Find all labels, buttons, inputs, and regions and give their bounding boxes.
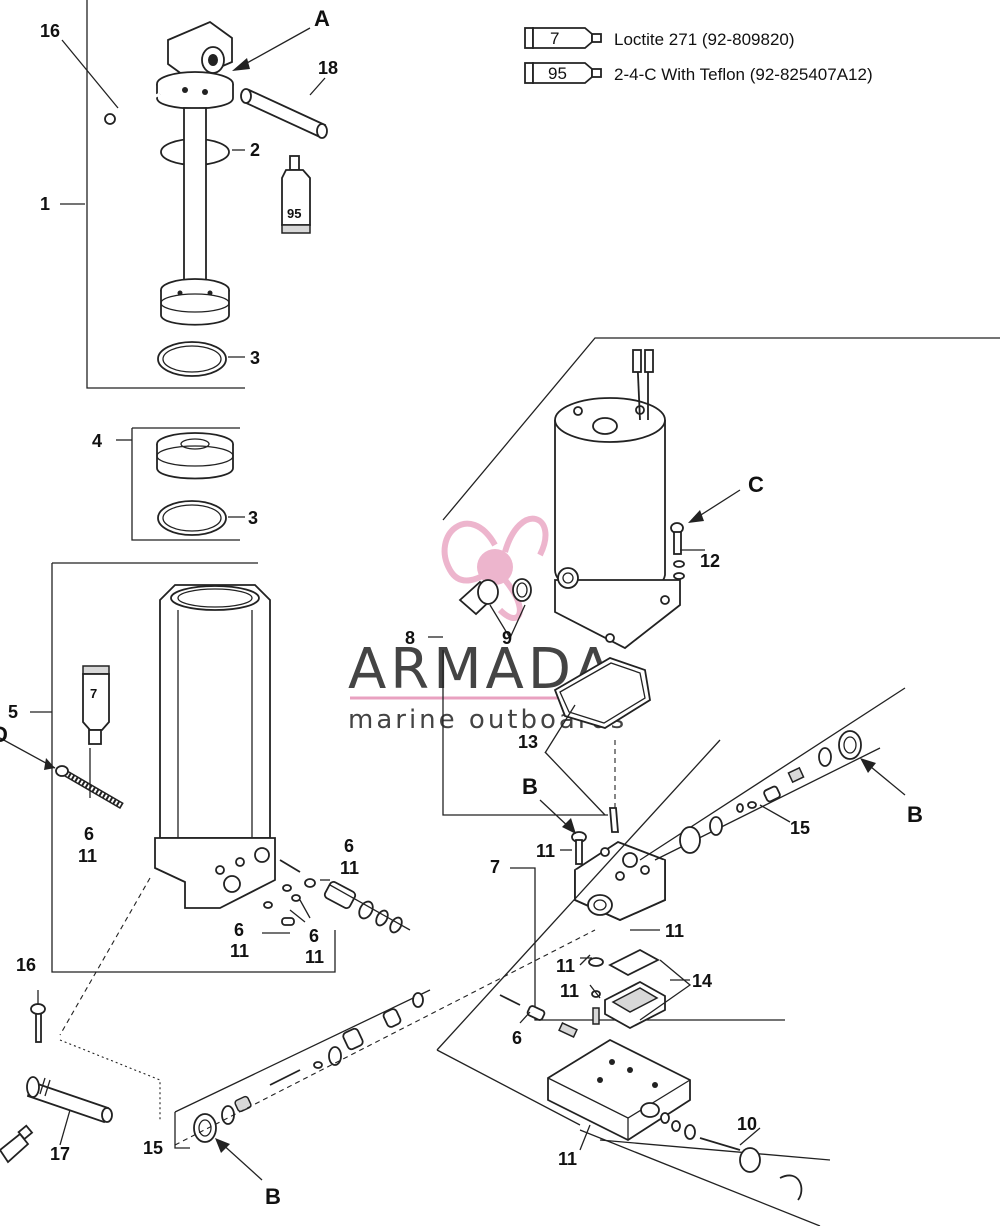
callout-number: 17 — [50, 1144, 70, 1164]
callout-number: 11 — [665, 921, 684, 941]
callout-number: 6 — [512, 1028, 522, 1048]
callout-letter: C — [748, 472, 764, 497]
callout-number: 9 — [502, 628, 512, 648]
callout-number: 6 — [309, 926, 319, 946]
cylinder-body-5 — [51, 562, 336, 973]
legend-tube-icon: 7 — [524, 27, 602, 49]
legend-text: Loctite 271 (92-809820) — [614, 30, 795, 49]
callout-number: 11 — [305, 947, 324, 967]
valve-assembly-15-left — [174, 989, 431, 1149]
cylinder-rod-assembly — [86, 0, 245, 389]
pin-18 — [240, 88, 328, 139]
callout-number: 3 — [250, 348, 260, 368]
callout-letter: D — [0, 722, 8, 747]
grease-tube-95: 95 — [281, 155, 311, 234]
callout-number: 7 — [490, 857, 500, 877]
callout-number: 8 — [405, 628, 415, 648]
callout-number: 4 — [92, 431, 102, 451]
bolt-11 — [571, 831, 587, 865]
callout-number: 11 — [78, 846, 97, 866]
watermark-logo — [441, 515, 549, 621]
check-valve-10 — [579, 1112, 831, 1226]
base-plate-11 — [436, 739, 721, 1142]
loctite-tube-7: 7 — [82, 665, 110, 745]
callout-number: 1 — [40, 194, 50, 214]
callout-letter: B — [522, 774, 538, 799]
callout-number: 11 — [556, 956, 575, 976]
callout-number: 11 — [558, 1149, 577, 1169]
callout-number: 12 — [700, 551, 720, 571]
piston-assembly-4 — [131, 427, 240, 541]
screw-16 — [104, 92, 161, 125]
screw-12 — [670, 522, 685, 580]
callout-number: 10 — [737, 1114, 757, 1134]
arrow-b-bottom — [215, 1138, 263, 1181]
gasket-13 — [544, 657, 651, 833]
callout-number: 15 — [790, 818, 810, 838]
pin-17 — [26, 1076, 113, 1124]
callout-number: 3 — [248, 508, 258, 528]
callout-number: 16 — [40, 21, 60, 41]
arrow-c — [688, 489, 741, 523]
callout-number: 11 — [536, 841, 555, 861]
callout-number: 15 — [143, 1138, 163, 1158]
tube-partial — [0, 1124, 34, 1164]
arrow-b-right — [860, 758, 906, 796]
callout-letter: A — [314, 6, 330, 31]
legend-tube-label: 7 — [550, 29, 559, 48]
legend-tube-icon: 95 — [524, 62, 602, 84]
fill-plug-9 — [458, 578, 532, 616]
bolt-d — [55, 765, 124, 810]
arrow-a — [232, 27, 311, 71]
legend-text: 2-4-C With Teflon (92-825407A12) — [614, 65, 873, 84]
callout-number: 11 — [230, 941, 249, 961]
callout-number: 11 — [340, 858, 359, 878]
arrow-b-top — [539, 799, 576, 834]
callout-number: 14 — [692, 971, 712, 991]
valve-parts-mid — [263, 859, 411, 934]
callout-letter: B — [265, 1184, 281, 1209]
legend: 7 Loctite 271 (92-809820) 95 2-4-C With … — [524, 27, 873, 84]
legend-tube-label: 95 — [548, 64, 567, 83]
callout-number: 6 — [84, 824, 94, 844]
leader-lines — [30, 39, 791, 1151]
callout-number: 2 — [250, 140, 260, 160]
filter-14 — [588, 948, 692, 1030]
tube-label: 95 — [287, 206, 301, 221]
callout-number: 13 — [518, 732, 538, 752]
callout-number: 6 — [234, 920, 244, 940]
callout-letter: B — [907, 802, 923, 827]
screw-16-lower — [30, 1003, 46, 1043]
callout-number: 5 — [8, 702, 18, 722]
tube-label: 7 — [90, 686, 97, 701]
callout-number: 11 — [560, 981, 579, 1001]
valve-assembly-15-right — [639, 687, 906, 861]
callout-number: 16 — [16, 955, 36, 975]
callout-number: 6 — [344, 836, 354, 856]
pump-motor-8 — [442, 337, 1000, 816]
callout-number: 18 — [318, 58, 338, 78]
